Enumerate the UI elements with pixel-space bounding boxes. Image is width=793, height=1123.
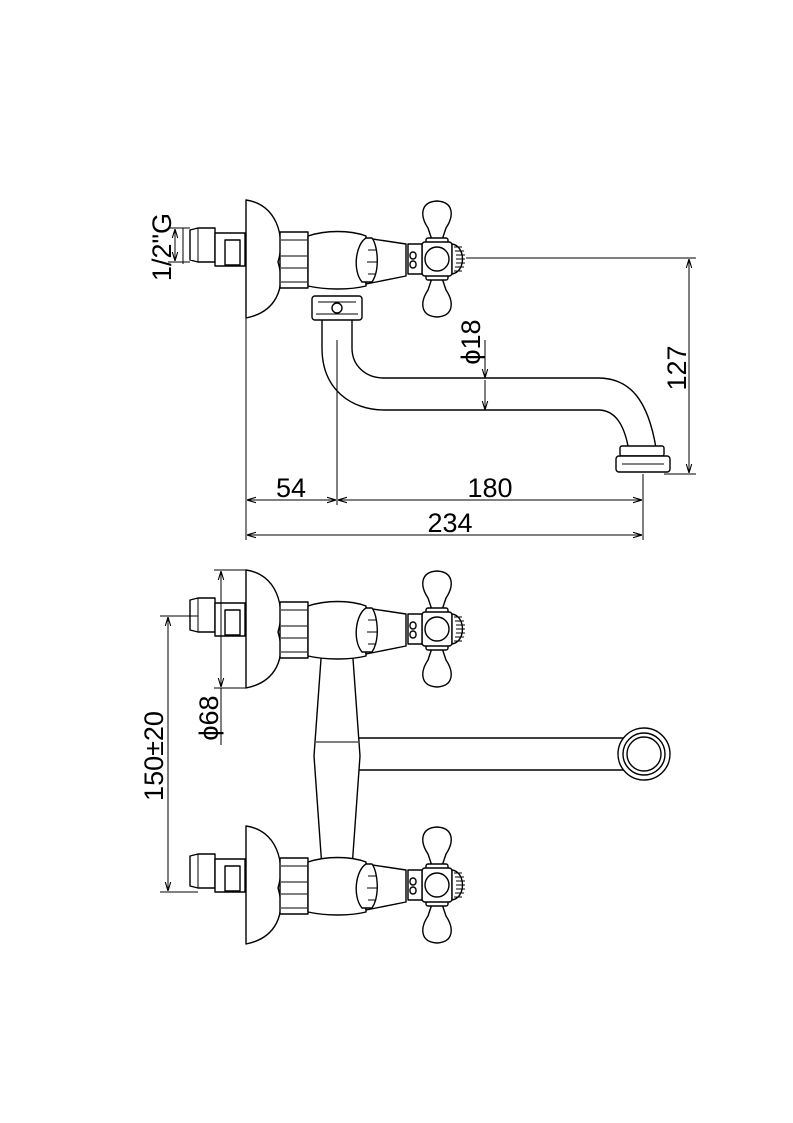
height-label: 127: [662, 345, 692, 390]
thread-size-label: 1/2"G: [147, 213, 177, 281]
spout-diameter-label: ϕ18: [456, 319, 486, 364]
offset-label: 54: [276, 473, 306, 503]
front-view: [189, 569, 671, 945]
reach-label: 180: [467, 473, 512, 503]
side-view: [182, 199, 671, 473]
side-view-dimensions: [168, 227, 696, 540]
center-distance-label: 150±20: [139, 711, 169, 801]
front-view-dimensions: [160, 569, 246, 893]
flange-diameter-label: ϕ68: [194, 695, 224, 740]
total-length-label: 234: [427, 508, 472, 538]
